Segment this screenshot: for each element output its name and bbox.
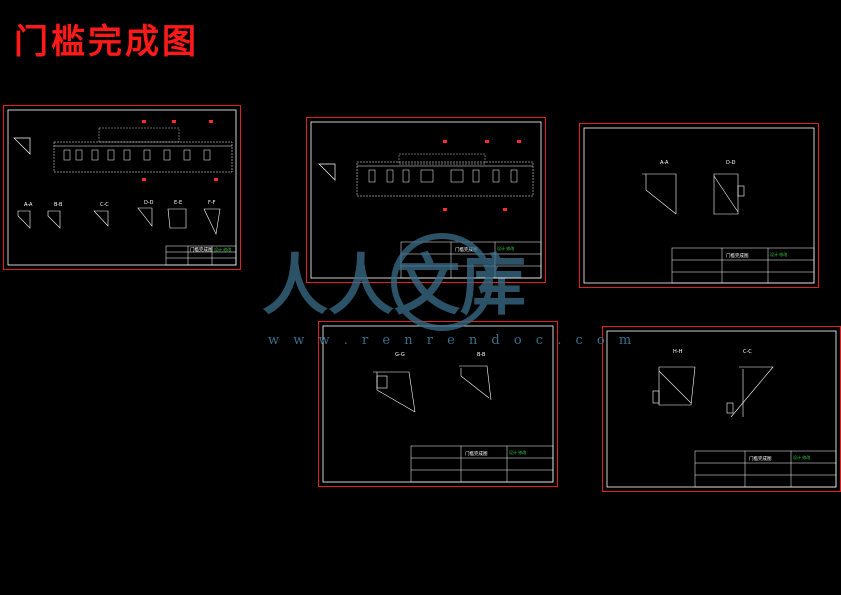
- title-block-green: 设计 修改: [497, 245, 514, 251]
- section-label: C-C: [743, 349, 752, 355]
- section-label: D-D: [144, 200, 154, 206]
- section-label: B-B: [54, 202, 63, 208]
- section-label: A-A: [660, 160, 669, 166]
- sheet-1-drawing: A-A B-B C-C D-D E-E F-F 门槛完成图 设计 修改: [7, 109, 237, 266]
- drawing-sheet-2[interactable]: 门槛完成图 设计 修改: [306, 117, 546, 283]
- section-label: D-D: [726, 160, 736, 166]
- drawing-sheet-3[interactable]: A-A D-D 门槛完成图 设计 修改: [579, 123, 819, 288]
- sheet-2-drawing: 门槛完成图 设计 修改: [310, 121, 542, 279]
- title-block-name: 门槛完成图: [190, 246, 213, 253]
- title-block-name: 门槛完成图: [465, 450, 488, 457]
- title-block-green: 设计 修改: [793, 454, 810, 460]
- section-label: E-E: [174, 200, 182, 206]
- drawing-sheet-5[interactable]: H-H C-C 门槛完成图 设计 修改: [602, 326, 841, 492]
- section-label: A-A: [24, 202, 33, 208]
- drawing-sheet-1[interactable]: A-A B-B C-C D-D E-E F-F 门槛完成图 设计 修改: [3, 105, 241, 270]
- title-block-green: 设计 修改: [770, 251, 787, 257]
- watermark-glyphs: 人人文库: [262, 247, 526, 324]
- page-title: 门槛完成图: [14, 22, 199, 62]
- section-label: F-F: [208, 200, 216, 206]
- title-block-name: 门槛完成图: [726, 252, 749, 259]
- watermark-logo: 人人文库: [262, 233, 526, 331]
- watermark-url: w w w . r e n r e n d o c . c o m: [268, 333, 637, 348]
- section-label: C-C: [100, 202, 109, 208]
- title-block-green: 设计 修改: [509, 449, 526, 455]
- title-block-name: 门槛完成图: [455, 246, 478, 253]
- section-label: B-B: [477, 352, 486, 358]
- title-block-name: 门槛完成图: [749, 455, 772, 462]
- sheet-3-drawing: A-A D-D 门槛完成图 设计 修改: [583, 127, 815, 284]
- title-block-green: 设计 修改: [214, 246, 231, 252]
- sheet-5-drawing: H-H C-C 门槛完成图 设计 修改: [606, 330, 837, 488]
- section-label: H-H: [673, 349, 683, 355]
- section-label: G-G: [395, 352, 405, 358]
